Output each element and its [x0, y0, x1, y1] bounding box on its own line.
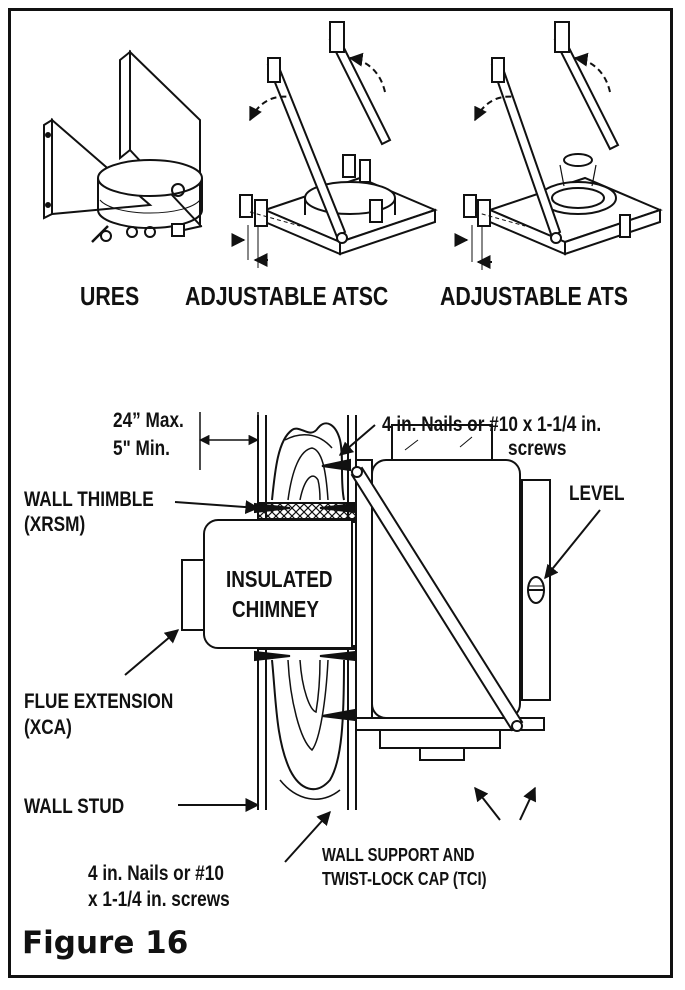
atsc-bracket — [231, 21, 438, 268]
ats-bracket — [454, 21, 663, 270]
ures-bracket — [43, 49, 203, 243]
ats-label: ADJUSTABLE ATS — [440, 281, 628, 311]
wall-section — [181, 412, 373, 810]
wall-thimble-label-line1: WALL THIMBLE — [24, 488, 154, 511]
wall-support-label-line2: TWIST-LOCK CAP (TCI) — [322, 869, 487, 889]
figure-caption: Figure 16 — [22, 925, 189, 961]
nails-top-label-line2: screws — [508, 437, 567, 460]
flue-extension-label-line2: (XCA) — [24, 716, 72, 739]
nails-bottom-label-line2: x 1-1/4 in. screws — [88, 888, 230, 911]
nails-top-label-line1: 4 in. Nails or #10 x 1-1/4 in. — [382, 413, 602, 436]
ures-label: URES — [80, 281, 140, 311]
max-dimension-label: 24” Max. — [113, 409, 184, 432]
flue-extension-label-line1: FLUE EXTENSION — [24, 690, 174, 713]
insulated-chimney-label-line1: INSULATED — [226, 566, 333, 592]
wall-stud-label: WALL STUD — [24, 795, 125, 818]
nails-bottom-label-line1: 4 in. Nails or #10 — [88, 862, 224, 885]
atsc-label: ADJUSTABLE ATSC — [185, 281, 389, 311]
figure-frame — [8, 8, 673, 978]
wall-support-label-line1: WALL SUPPORT AND — [322, 845, 475, 865]
wall-thimble-label-line2: (XRSM) — [24, 513, 86, 536]
level-label: LEVEL — [569, 482, 625, 505]
chimney-pipe — [350, 424, 551, 761]
insulated-chimney-label-line2: CHIMNEY — [232, 596, 319, 622]
leader-arrows — [124, 424, 601, 863]
min-dimension-label: 5" Min. — [113, 437, 170, 460]
